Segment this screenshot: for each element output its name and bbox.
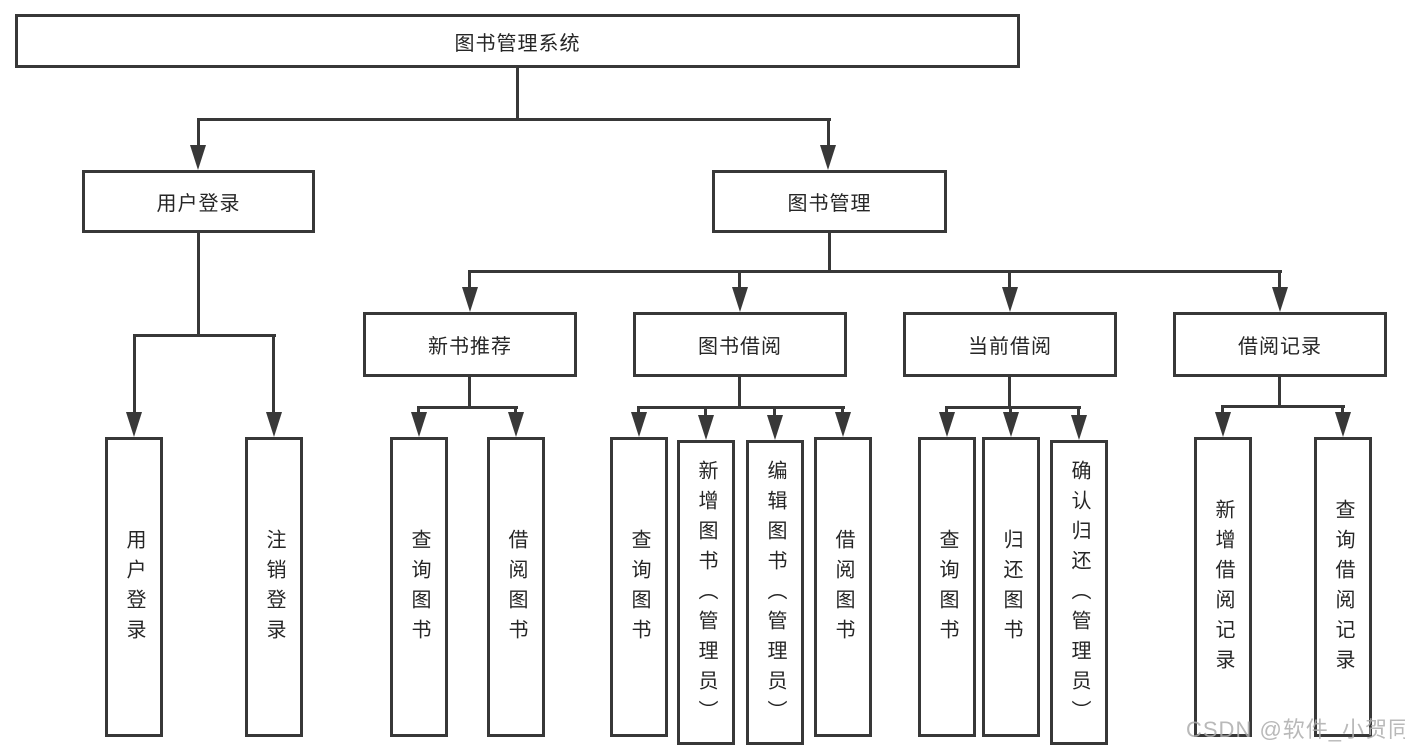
arrow-to-borrow-record xyxy=(1272,287,1288,312)
connector-new-book-stem xyxy=(468,377,471,409)
arrow-to-current-borrow xyxy=(1002,287,1018,312)
leaf-current-return-book: 归还图书 xyxy=(982,437,1040,737)
arrow-g4-confirm xyxy=(1071,415,1087,440)
arrow-to-leaf-login xyxy=(126,412,142,437)
connector-drop-book-borrow xyxy=(738,273,741,289)
arrow-g3-borrow xyxy=(835,412,851,437)
node-new-book-rec: 新书推荐 xyxy=(363,312,577,377)
node-book-mgmt: 图书管理 xyxy=(712,170,947,233)
leaf-newrec-query-book: 查询图书 xyxy=(390,437,448,737)
arrow-to-new-book xyxy=(462,287,478,312)
node-user-login: 用户登录 xyxy=(82,170,315,233)
leaf-record-add-record: 新增借阅记录 xyxy=(1194,437,1252,737)
connector-level1-bar xyxy=(197,118,831,121)
connector-book-borrow-stem xyxy=(738,377,741,409)
leaf-record-query-record: 查询借阅记录 xyxy=(1314,437,1372,737)
connector-root-stem xyxy=(516,68,519,121)
connector-user-login-stem xyxy=(197,233,200,337)
leaf-current-confirm-return-admin: 确认归还（管理员） xyxy=(1050,440,1108,745)
connector-book-borrow-bar xyxy=(637,406,845,409)
connector-new-book-bar xyxy=(417,406,518,409)
connector-drop-user-login xyxy=(197,121,200,147)
watermark: CSDN @软件_小贺同学 xyxy=(1186,717,1405,742)
node-current-borrow: 当前借阅 xyxy=(903,312,1117,377)
node-root: 图书管理系统 xyxy=(15,14,1020,68)
connector-drop-borrow-record xyxy=(1278,273,1281,289)
connector-drop-leaf-login xyxy=(133,337,136,413)
arrow-g3-add xyxy=(698,415,714,440)
leaf-logout: 注销登录 xyxy=(245,437,303,737)
connector-drop-book-mgmt xyxy=(827,121,830,147)
leaf-newrec-borrow-book: 借阅图书 xyxy=(487,437,545,737)
node-borrow-record: 借阅记录 xyxy=(1173,312,1387,377)
connector-user-login-bar xyxy=(133,334,276,337)
leaf-borrow-borrow-book: 借阅图书 xyxy=(814,437,872,737)
connector-borrow-record-bar xyxy=(1221,405,1345,408)
leaf-borrow-edit-book-admin: 编辑图书（管理员） xyxy=(746,440,804,745)
connector-drop-current-borrow xyxy=(1008,273,1011,289)
connector-drop-g4-confirm xyxy=(1077,409,1080,418)
connector-drop-g3-edit xyxy=(773,409,776,418)
arrow-g4-query xyxy=(939,412,955,437)
arrow-g3-query xyxy=(631,412,647,437)
connector-drop-new-book xyxy=(468,273,471,289)
connector-current-borrow-bar xyxy=(945,406,1081,409)
arrow-to-leaf-logout xyxy=(266,412,282,437)
arrow-g5-query xyxy=(1335,412,1351,437)
arrow-to-book-borrow xyxy=(732,287,748,312)
connector-current-borrow-stem xyxy=(1008,377,1011,409)
leaf-user-login: 用户登录 xyxy=(105,437,163,737)
arrow-g3-edit xyxy=(767,415,783,440)
leaf-current-query-book: 查询图书 xyxy=(918,437,976,737)
connector-drop-leaf-logout xyxy=(272,337,275,413)
connector-level3-bar xyxy=(468,270,1282,273)
node-book-borrow: 图书借阅 xyxy=(633,312,847,377)
connector-borrow-record-stem xyxy=(1278,377,1281,408)
connector-drop-g5-add xyxy=(1221,408,1224,415)
connector-drop-g3-add xyxy=(704,409,707,418)
connector-drop-g5-query xyxy=(1341,408,1344,415)
arrow-to-user-login xyxy=(190,145,206,170)
arrow-g2-borrow xyxy=(508,412,524,437)
arrow-g4-return xyxy=(1003,412,1019,437)
leaf-borrow-query-book: 查询图书 xyxy=(610,437,668,737)
leaf-borrow-add-book-admin: 新增图书（管理员） xyxy=(677,440,735,745)
arrow-g2-query xyxy=(411,412,427,437)
connector-book-mgmt-stem xyxy=(828,233,831,272)
arrow-g5-add xyxy=(1215,412,1231,437)
arrow-to-book-mgmt xyxy=(820,145,836,170)
